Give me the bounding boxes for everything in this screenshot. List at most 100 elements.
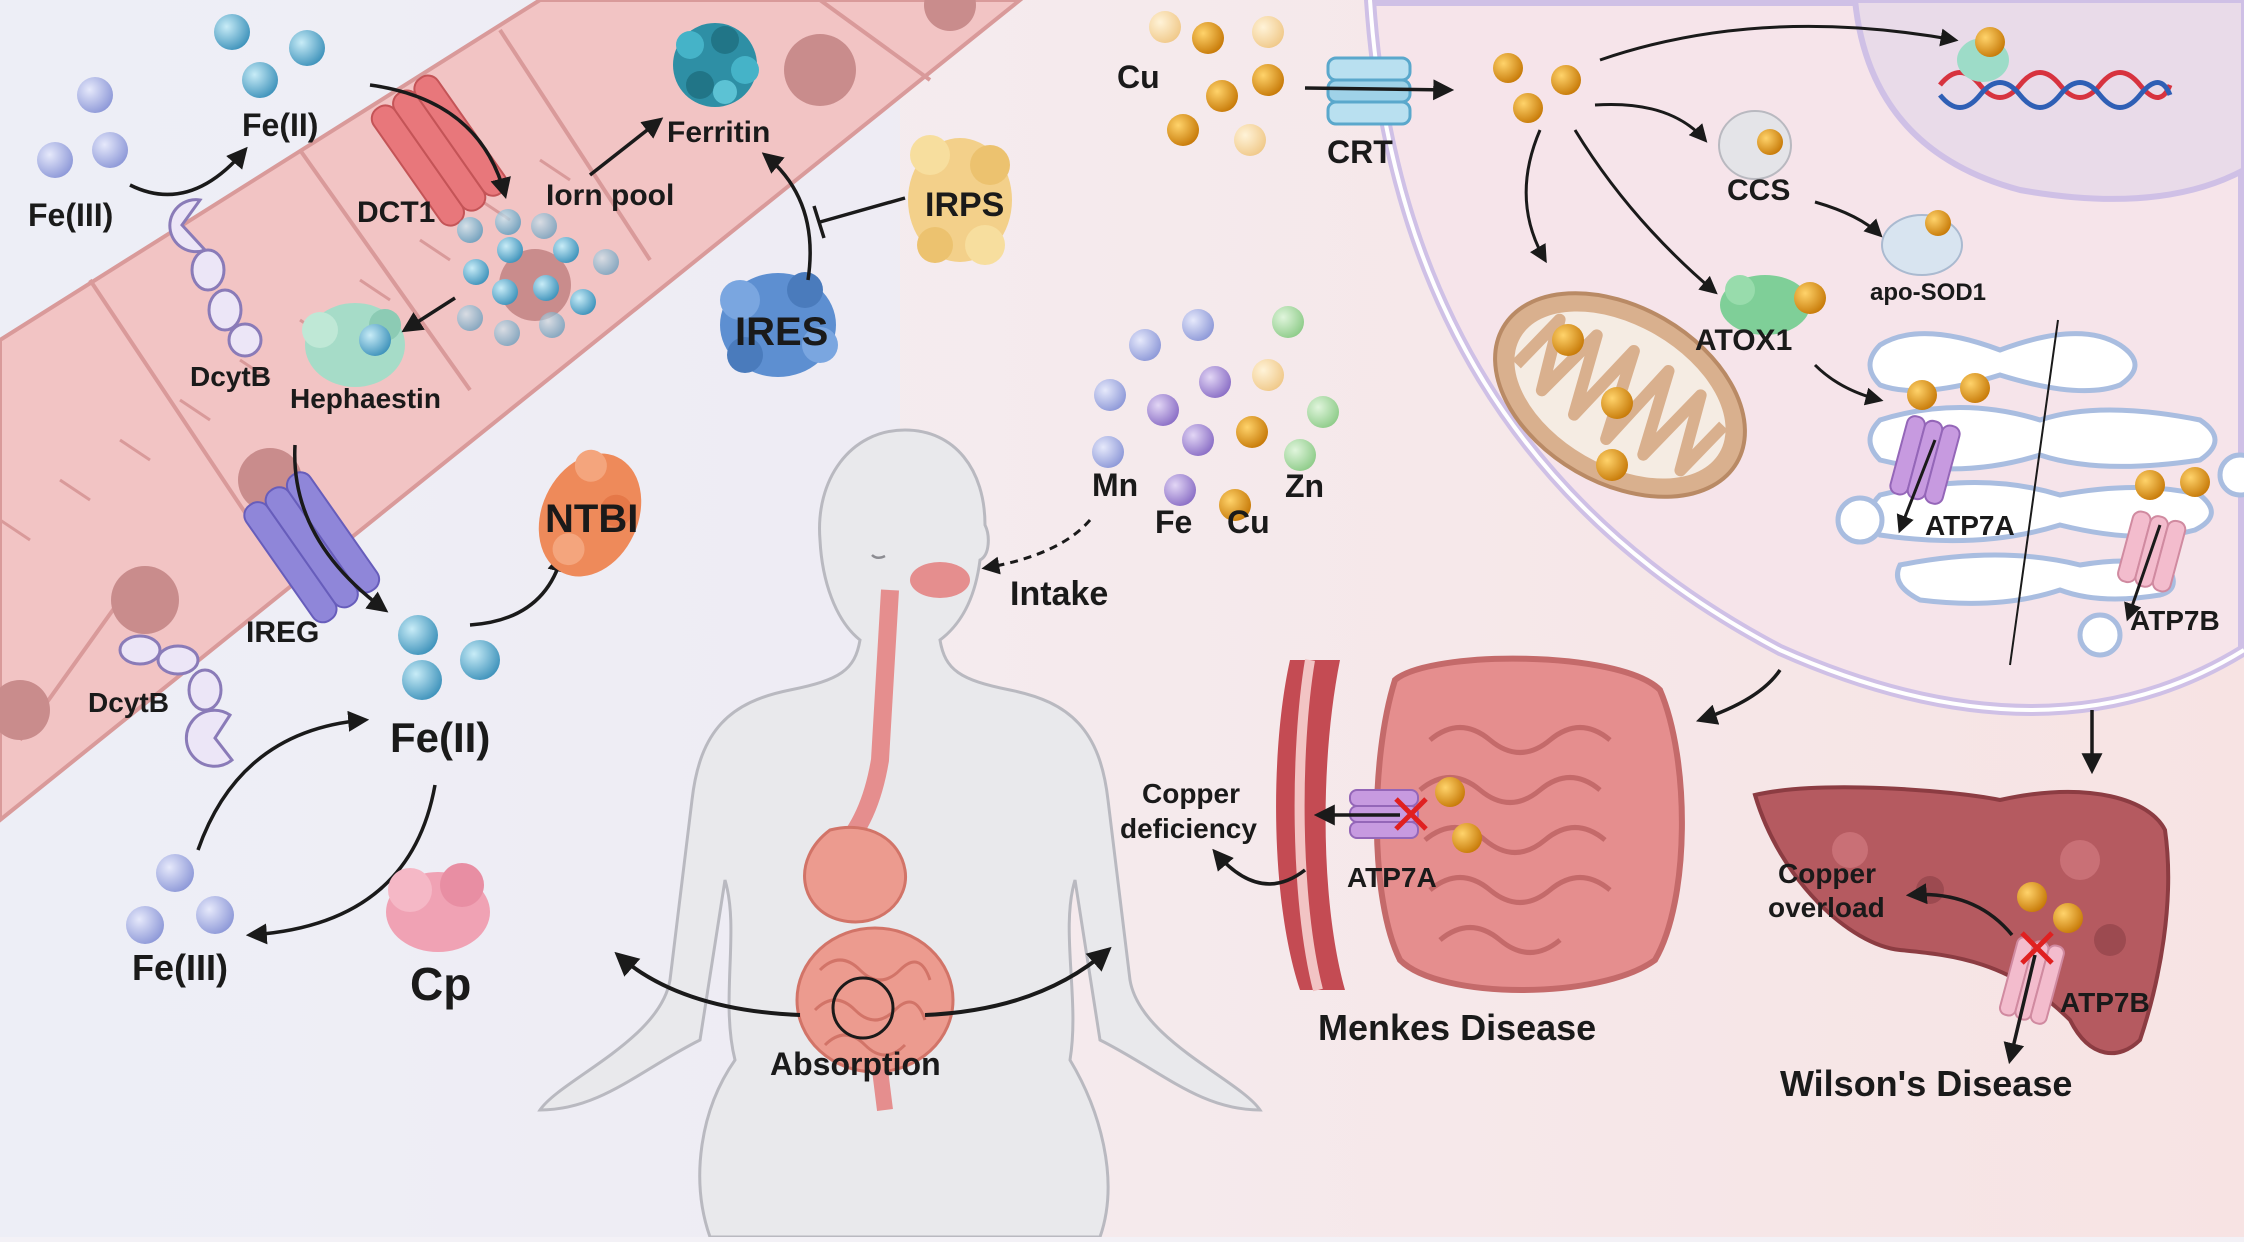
absorption-left-arrow bbox=[614, 951, 801, 1017]
ccs-to-sod1-arrow bbox=[1814, 200, 1883, 238]
mineral-ions bbox=[1092, 306, 1339, 521]
copper-ion bbox=[1975, 27, 2005, 57]
block-x-icon bbox=[2020, 931, 2054, 965]
dcytb-upper-label: DcytB bbox=[190, 361, 271, 392]
hephaestin-iron bbox=[359, 324, 391, 356]
fe3-to-fe2-arrow bbox=[196, 710, 370, 851]
atp7a-transport-arrow bbox=[1896, 439, 1937, 534]
ccs-icon bbox=[1718, 110, 1792, 180]
copper-ion bbox=[1596, 449, 1628, 481]
irps-label: IRPS bbox=[925, 186, 1004, 224]
reduction-arrow bbox=[129, 146, 248, 197]
wilson-title: Wilson's Disease bbox=[1780, 1063, 2072, 1104]
irps-icon bbox=[908, 135, 1012, 265]
copper-ion bbox=[1925, 210, 1951, 236]
cu-to-nucleus-arrow bbox=[1599, 24, 1959, 62]
fe3-top-label: Fe(III) bbox=[28, 197, 113, 233]
fe2-main-label: Fe(II) bbox=[390, 714, 490, 761]
fe2-main-group bbox=[398, 615, 500, 700]
copper-ion bbox=[2053, 903, 2083, 933]
to-menkes-arrow bbox=[1696, 669, 1782, 725]
copper-overload-label-1: Copper bbox=[1778, 858, 1876, 889]
wilson-atp7b-label: ATP7B bbox=[2060, 987, 2150, 1018]
liver-icon bbox=[1752, 785, 2171, 1055]
copper-overload-label-2: overload bbox=[1768, 892, 1885, 923]
pool-to-hephaestin-arrow bbox=[401, 296, 456, 333]
copper-ion bbox=[2180, 467, 2210, 497]
ccs-label: CCS bbox=[1727, 174, 1790, 207]
ferritin-icon bbox=[673, 23, 759, 107]
menkes-title: Menkes Disease bbox=[1318, 1007, 1596, 1048]
copper-ion bbox=[1452, 823, 1482, 853]
fe2-to-fe3-arrow bbox=[245, 784, 437, 945]
intake-arrow bbox=[981, 519, 1092, 575]
fe3-bottom-group bbox=[126, 854, 234, 944]
copper-ion bbox=[1794, 282, 1826, 314]
golgi-icon bbox=[1835, 331, 2244, 658]
cell-nucleus bbox=[0, 680, 50, 740]
cell-nucleus bbox=[784, 34, 856, 106]
mineral-mn-label: Mn bbox=[1092, 467, 1138, 503]
mineral-zn-label: Zn bbox=[1285, 468, 1324, 504]
ntbi-label: NTBI bbox=[545, 497, 638, 541]
intestine-icon bbox=[1276, 655, 1685, 993]
crt-icon bbox=[1326, 56, 1412, 126]
copper-ion bbox=[1552, 324, 1584, 356]
ntbi-icon bbox=[538, 449, 642, 577]
ireg-label: IREG bbox=[246, 616, 319, 649]
ires-to-ferritin-arrow bbox=[761, 152, 812, 281]
ires-icon bbox=[720, 272, 838, 377]
intake-label: Intake bbox=[1010, 575, 1108, 613]
copper-ion bbox=[1907, 380, 1937, 410]
copper-deficiency-label-2: deficiency bbox=[1120, 813, 1257, 844]
iron-pool-label: Iorn pool bbox=[546, 179, 674, 212]
crt-uptake-arrow bbox=[1304, 79, 1455, 101]
mineral-cu-label: Cu bbox=[1227, 504, 1270, 540]
copper-ion bbox=[1601, 387, 1633, 419]
irps-inhibition bbox=[812, 196, 906, 239]
copper-ion bbox=[1435, 777, 1465, 807]
fe3-top-group bbox=[37, 77, 128, 178]
ireg-icon bbox=[243, 471, 381, 624]
cp-icon bbox=[386, 863, 490, 952]
copper-ion bbox=[2017, 882, 2047, 912]
dcytb-lower-icon bbox=[118, 634, 235, 768]
dna-helix-icon bbox=[1938, 70, 2173, 110]
cu-extracellular bbox=[1149, 11, 1284, 156]
absorption-right-arrow bbox=[924, 946, 1112, 1017]
iron-pool-dots bbox=[457, 209, 619, 346]
atox1-label: ATOX1 bbox=[1695, 324, 1792, 357]
copper-ion bbox=[1757, 129, 1783, 155]
cu-label: Cu bbox=[1117, 59, 1160, 95]
dct1-uptake-arrow bbox=[369, 83, 511, 200]
pool-to-ferritin-arrow bbox=[588, 117, 664, 177]
apo-sod1-label: apo-SOD1 bbox=[1870, 279, 1986, 306]
hephaestin-label: Hephaestin bbox=[290, 383, 441, 414]
cu-to-ccs-arrow bbox=[1594, 102, 1708, 143]
ires-label: IRES bbox=[735, 310, 828, 354]
cu-to-mito-arrow bbox=[1524, 129, 1547, 264]
menkes-atp7a-label: ATP7A bbox=[1347, 862, 1437, 893]
atox1-icon bbox=[1720, 275, 1810, 335]
atp7b-label: ATP7B bbox=[2130, 605, 2220, 636]
wilson-blocked-arrow bbox=[2003, 954, 2037, 1065]
golgi-divider bbox=[2009, 319, 2059, 666]
cu-to-atox1-arrow bbox=[1573, 129, 1718, 295]
dcytb-upper-icon bbox=[168, 198, 263, 358]
overload-arrow bbox=[1905, 883, 2014, 937]
block-x-icon bbox=[1394, 797, 1428, 831]
fe2-top-group bbox=[214, 14, 325, 98]
fe2-top-label: Fe(II) bbox=[242, 107, 318, 143]
cp-label: Cp bbox=[410, 958, 471, 1010]
atox1-to-golgi-arrow bbox=[1813, 363, 1884, 406]
ireg-export-arrow bbox=[293, 444, 389, 613]
dcytb-lower-label: DcytB bbox=[88, 687, 169, 718]
fe3-bottom-label: Fe(III) bbox=[132, 947, 228, 988]
cell-nucleus bbox=[924, 0, 976, 31]
absorption-label: Absorption bbox=[770, 1046, 941, 1082]
dct1-label: DCT1 bbox=[357, 196, 435, 229]
human-body bbox=[537, 428, 1263, 1239]
cu-intracellular bbox=[1493, 53, 1581, 123]
